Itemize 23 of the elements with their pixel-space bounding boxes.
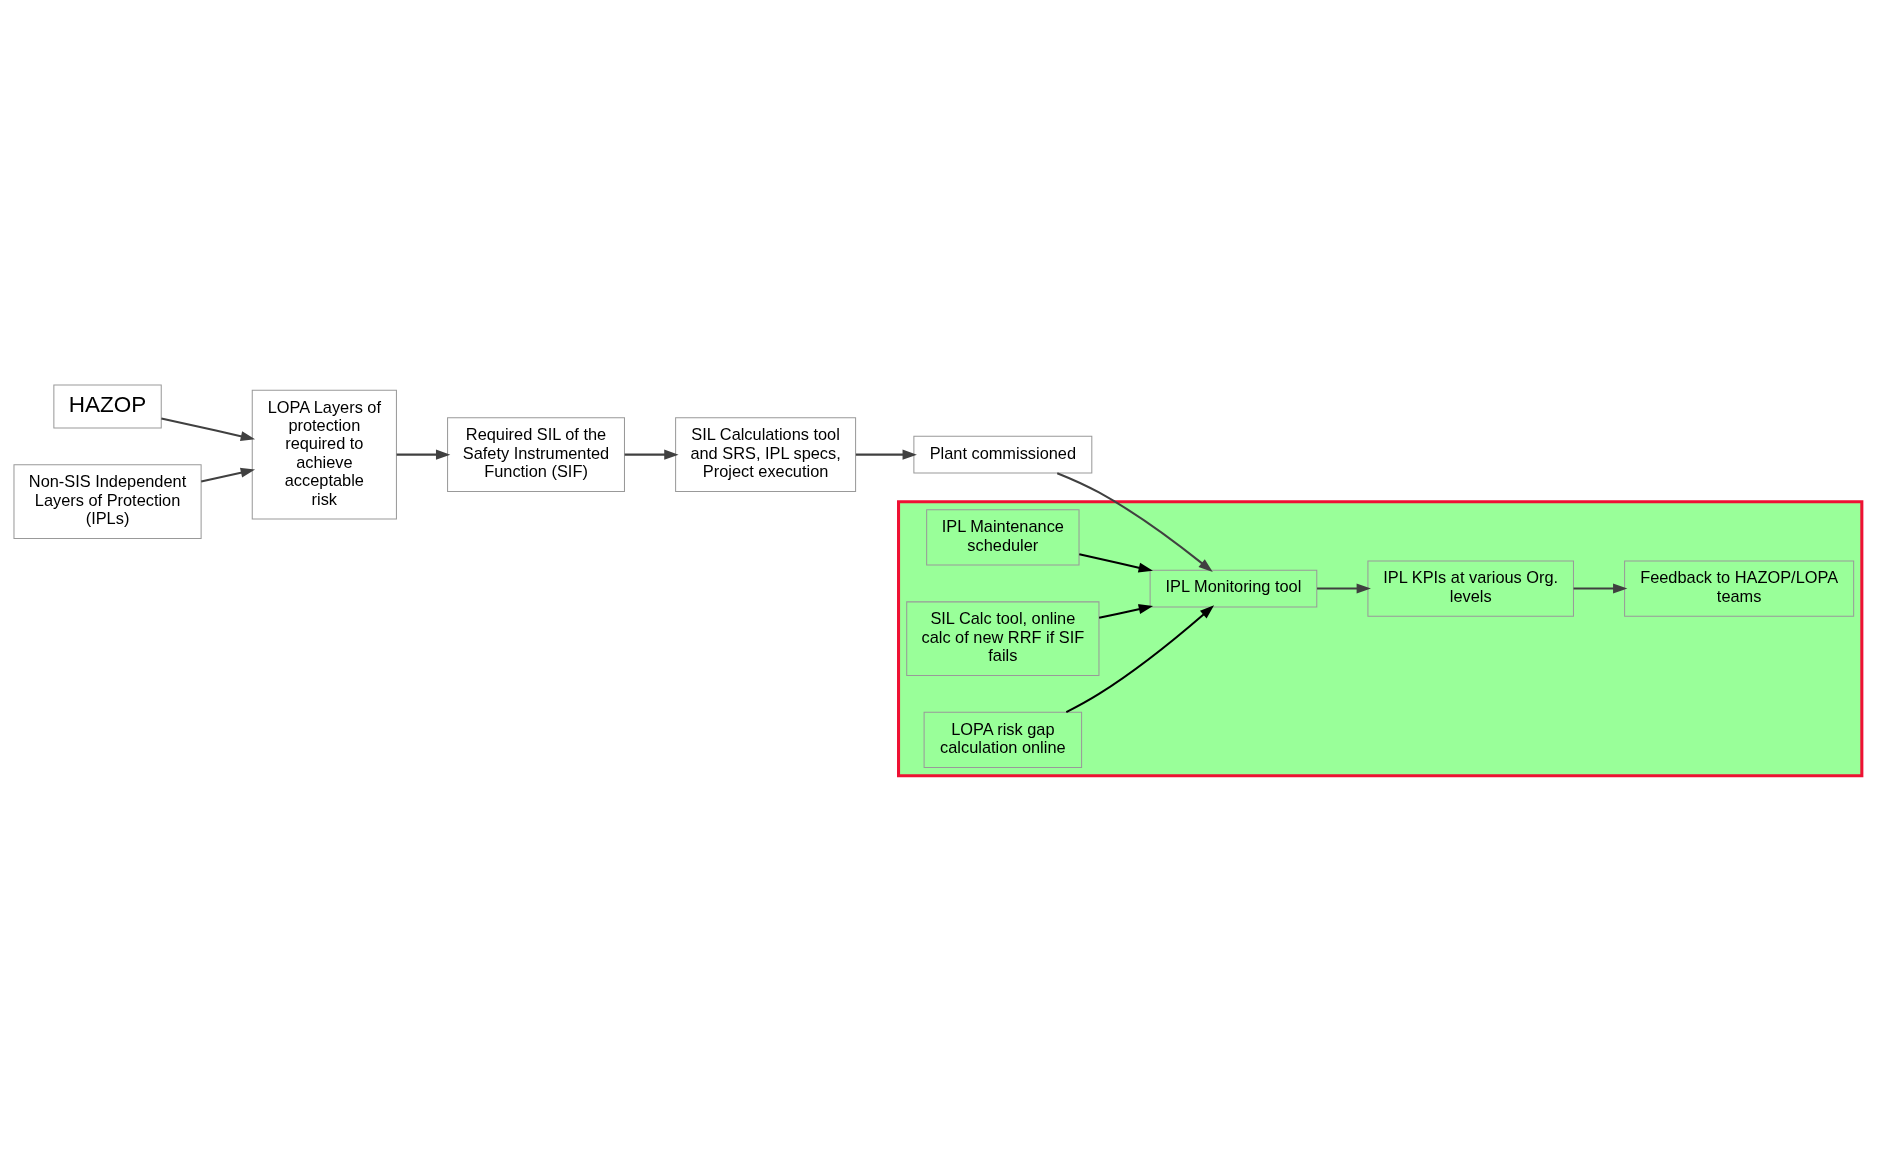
arrow xyxy=(200,467,256,483)
arrow xyxy=(1079,553,1153,573)
node-box: IPL Monitoring tool xyxy=(1149,569,1318,608)
arrow xyxy=(1317,583,1371,594)
arrow xyxy=(161,417,256,442)
node-box: IPL Maintenance scheduler xyxy=(926,509,1080,566)
arrow xyxy=(1065,605,1215,714)
node-box: LOPA Layers of protection required to achieve acceptable risk xyxy=(251,389,397,520)
node-box: SIL Calc tool, online calc of new RRF if SIF fails xyxy=(906,601,1100,676)
arrow xyxy=(1098,604,1154,619)
arrow xyxy=(396,449,451,460)
arrow xyxy=(624,449,679,460)
node-box: IPL KPIs at various Org. levels xyxy=(1367,560,1574,617)
node-box: Non-SIS Independent Layers of Protection (IPLs) xyxy=(13,464,202,539)
node-box: Required SIL of the Safety Instrumented Function (SIF) xyxy=(447,417,625,492)
cluster xyxy=(897,500,1864,778)
node-box: Feedback to HAZOP/LOPA teams xyxy=(1624,560,1855,617)
arrow xyxy=(855,449,917,460)
node-box: Plant commissioned xyxy=(913,435,1093,474)
node-box: HAZOP xyxy=(53,384,162,429)
node-box: LOPA risk gap calculation online xyxy=(923,711,1083,769)
node-box: SIL Calculations tool and SRS, IPL specs, Project execution xyxy=(675,417,857,492)
arrow xyxy=(1573,583,1628,594)
